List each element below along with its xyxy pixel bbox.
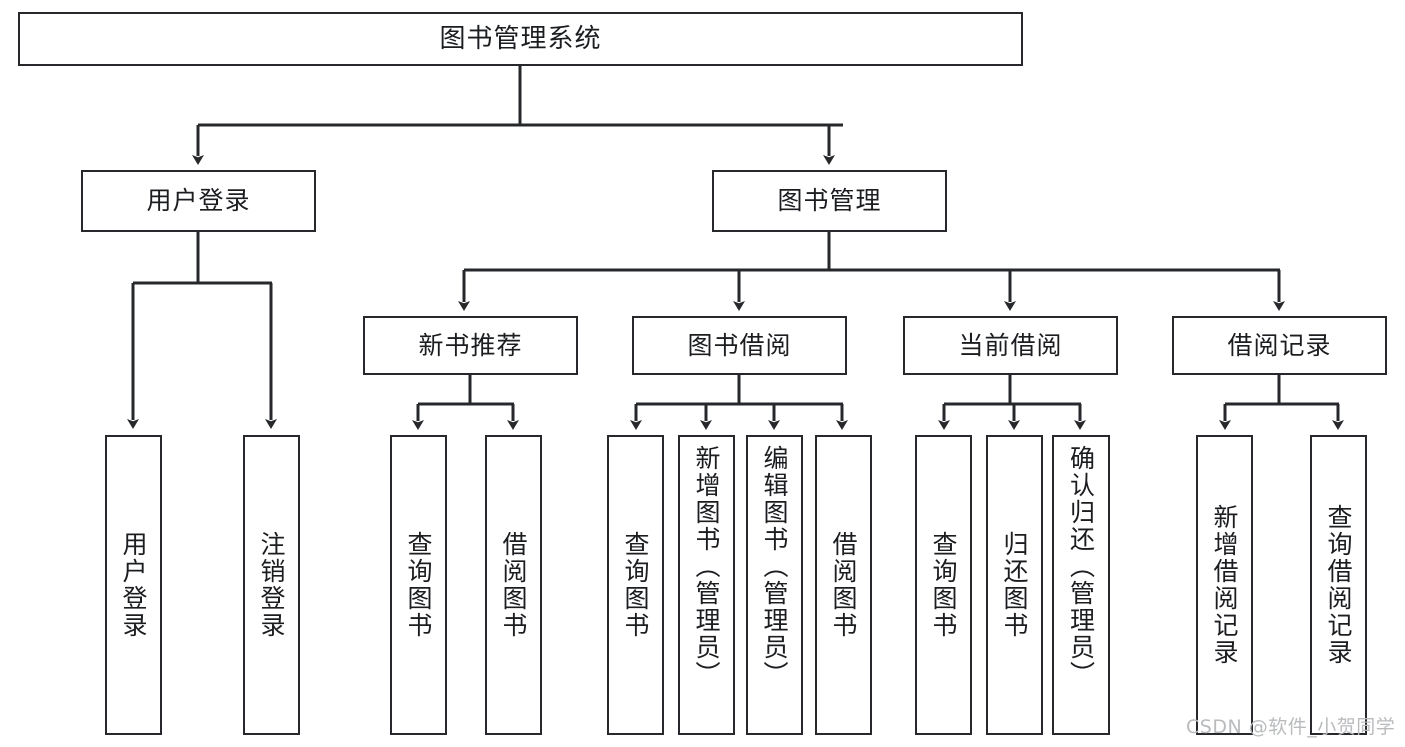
node-label: 新增借阅记录 (1210, 504, 1239, 666)
node-leaf-query-borrow-record[interactable]: 查询借阅记录 (1310, 435, 1367, 735)
node-leaf-return-book[interactable]: 归还图书 (986, 435, 1043, 735)
node-label: 用户登录 (146, 186, 251, 216)
node-leaf-query-book-current[interactable]: 查询图书 (915, 435, 972, 735)
node-label: 归还图书 (1000, 531, 1029, 639)
node-label: 查询借阅记录 (1324, 504, 1353, 666)
node-label: 新增图书（管理员） (692, 445, 721, 688)
node-label: 查询图书 (621, 531, 650, 639)
node-user-login[interactable]: 用户登录 (81, 170, 316, 232)
node-book-manage[interactable]: 图书管理 (712, 170, 947, 232)
node-label: 当前借阅 (958, 330, 1063, 360)
watermark: CSDN @软件_小贺同学 (1186, 716, 1396, 738)
node-current-borrow[interactable]: 当前借阅 (903, 316, 1118, 375)
node-book-borrow[interactable]: 图书借阅 (632, 316, 847, 375)
node-label: 编辑图书（管理员） (760, 445, 789, 688)
node-label: 借阅图书 (499, 531, 528, 639)
node-leaf-borrow-book-recommend[interactable]: 借阅图书 (485, 435, 542, 735)
node-label: 查询图书 (404, 531, 433, 639)
node-leaf-edit-book-admin[interactable]: 编辑图书（管理员） (746, 435, 803, 735)
node-leaf-query-book-recommend[interactable]: 查询图书 (390, 435, 447, 735)
node-leaf-logout-login[interactable]: 注销登录 (243, 435, 300, 735)
node-label: 借阅记录 (1227, 330, 1332, 360)
node-label: 图书管理系统 (439, 23, 602, 54)
node-label: 图书借阅 (687, 330, 792, 360)
node-label: 图书管理 (777, 186, 882, 216)
node-borrow-record[interactable]: 借阅记录 (1172, 316, 1387, 375)
node-leaf-query-book-borrow[interactable]: 查询图书 (607, 435, 664, 735)
node-label: 查询图书 (929, 531, 958, 639)
node-leaf-borrow-book[interactable]: 借阅图书 (815, 435, 872, 735)
node-new-book-recommend[interactable]: 新书推荐 (363, 316, 578, 375)
node-label: 借阅图书 (829, 531, 858, 639)
node-label: 注销登录 (257, 531, 286, 639)
node-label: 新书推荐 (418, 330, 523, 360)
node-leaf-confirm-return-admin[interactable]: 确认归还（管理员） (1052, 435, 1110, 735)
node-leaf-add-borrow-record[interactable]: 新增借阅记录 (1196, 435, 1253, 735)
node-leaf-add-book-admin[interactable]: 新增图书（管理员） (678, 435, 735, 735)
node-root-book-management-system[interactable]: 图书管理系统 (18, 12, 1023, 66)
node-label: 确认归还（管理员） (1066, 445, 1096, 688)
node-leaf-user-login[interactable]: 用户登录 (105, 435, 162, 735)
node-label: 用户登录 (119, 531, 148, 639)
